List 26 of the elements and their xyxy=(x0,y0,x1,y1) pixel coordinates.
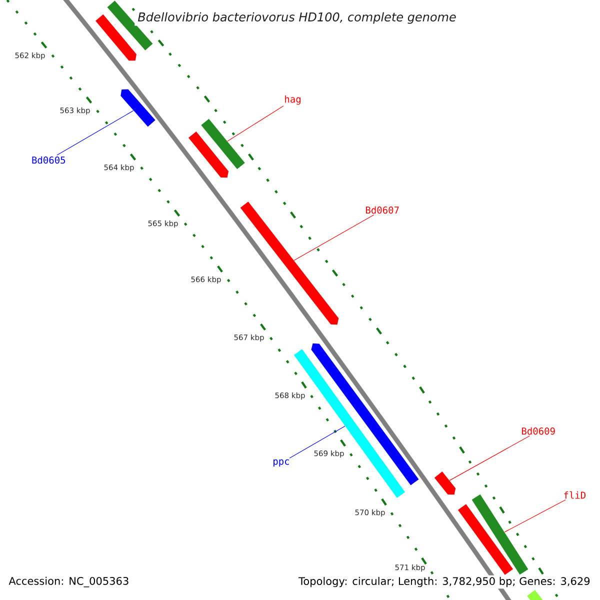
gene-label: Bd0609 xyxy=(522,427,555,435)
gene-block xyxy=(188,132,229,178)
gene-block xyxy=(311,343,419,486)
gene-block xyxy=(527,590,545,600)
title: Bdellovibrio bacteriovorus HD100, complete genome xyxy=(134,10,460,26)
gene-block xyxy=(472,494,528,575)
leader-line xyxy=(449,436,530,481)
gene-label: fliD xyxy=(564,491,586,499)
gene-block xyxy=(201,118,245,170)
accession-label: Accession: NC_005363 xyxy=(7,575,131,589)
gene-block xyxy=(96,14,136,61)
gene-block xyxy=(120,89,156,127)
gene-label: hag xyxy=(285,95,300,105)
leader-line xyxy=(504,500,566,532)
gene-block xyxy=(240,202,339,325)
gene-block xyxy=(294,349,406,498)
gene-label: Bd0607 xyxy=(366,206,399,214)
leader-line xyxy=(289,426,346,458)
gene-block xyxy=(434,472,456,495)
gene-block xyxy=(458,504,514,575)
leader-line xyxy=(227,106,284,142)
leader-line xyxy=(56,110,134,156)
gene-label: ppc xyxy=(274,459,289,467)
leader-line xyxy=(294,214,374,261)
genome-stats-label: Topology: circular; Length: 3,782,950 bp; Genes: 3,629 xyxy=(297,575,592,589)
gene-label: Bd0605 xyxy=(32,156,66,164)
